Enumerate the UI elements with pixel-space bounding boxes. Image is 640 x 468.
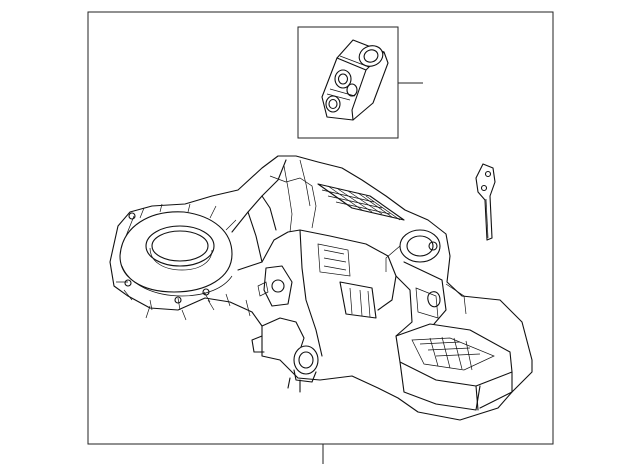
lower-tray bbox=[395, 323, 513, 411]
housing-assembly-part bbox=[109, 155, 533, 421]
expansion-valve-callout bbox=[297, 26, 423, 139]
diagram-frame bbox=[87, 11, 554, 445]
expansion-valve-part bbox=[321, 39, 389, 121]
mounting-bracket-part bbox=[475, 163, 496, 241]
evaporator-grid-top bbox=[317, 183, 405, 221]
